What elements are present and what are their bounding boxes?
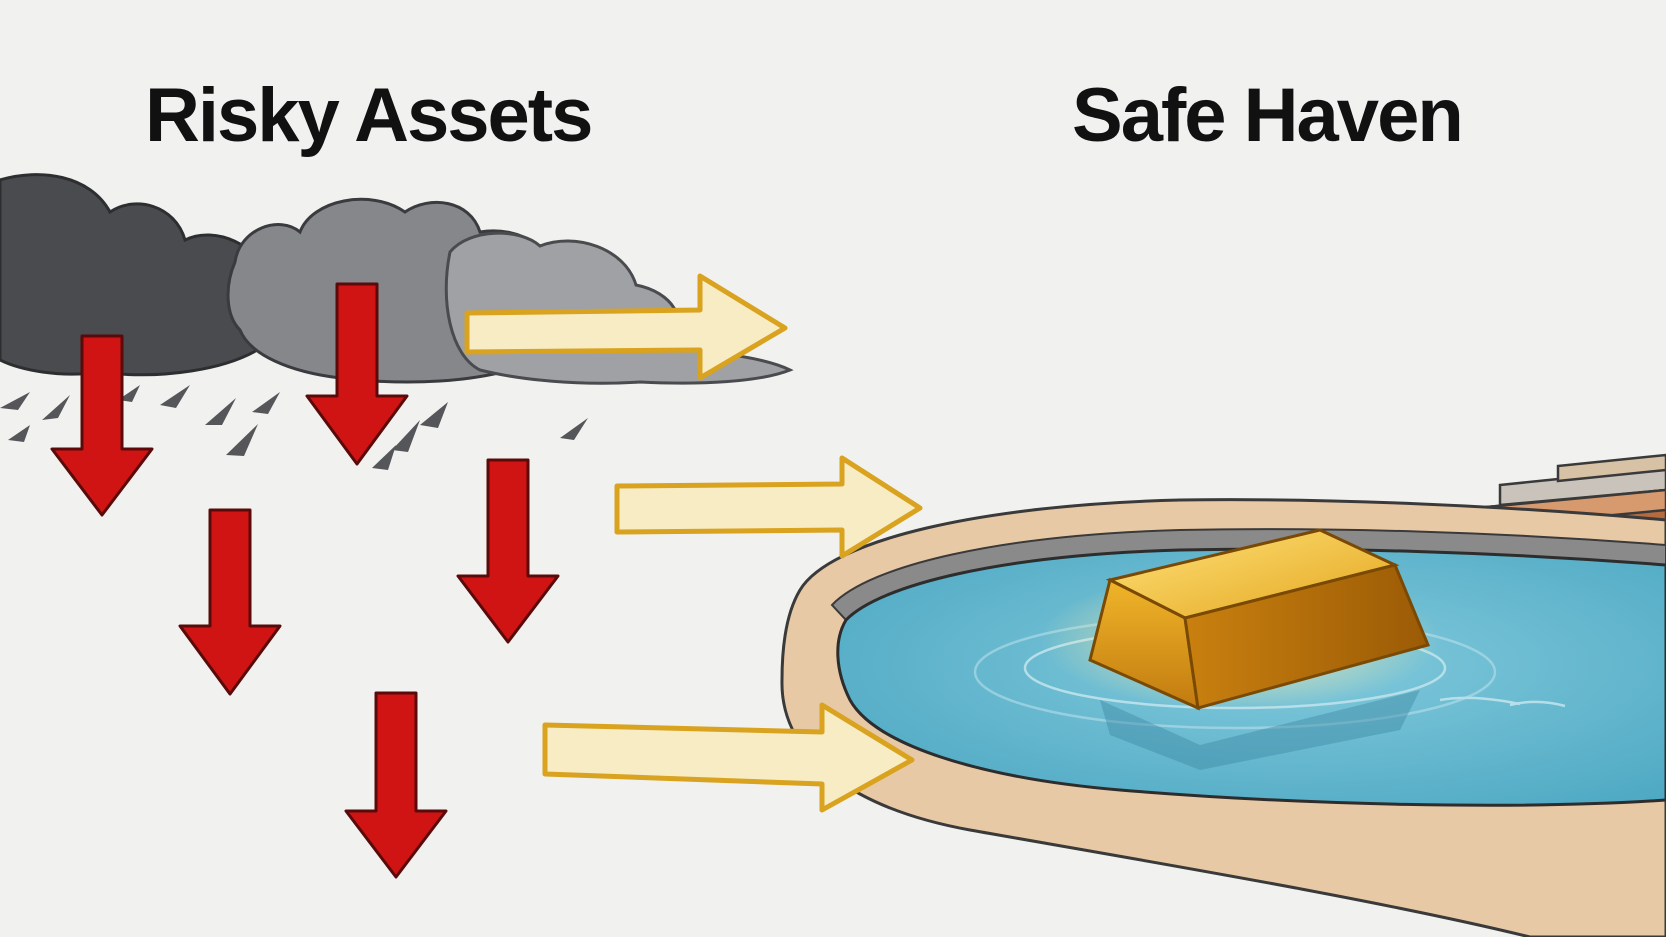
down-arrow-icon	[50, 334, 154, 517]
down-arrow-icon	[305, 282, 409, 466]
right-arrow-icon	[614, 455, 923, 559]
flow-arrows	[464, 273, 923, 813]
right-arrow-icon	[464, 273, 788, 381]
gold-bar-icon	[1040, 528, 1440, 770]
falling-assets-arrows	[50, 282, 560, 879]
right-arrow-icon	[542, 702, 915, 813]
risky-assets-title: Risky Assets	[145, 73, 593, 158]
down-arrow-icon	[178, 508, 282, 696]
down-arrow-icon	[344, 691, 448, 879]
safe-haven-title: Safe Haven	[1072, 73, 1464, 158]
down-arrow-icon	[456, 458, 560, 644]
